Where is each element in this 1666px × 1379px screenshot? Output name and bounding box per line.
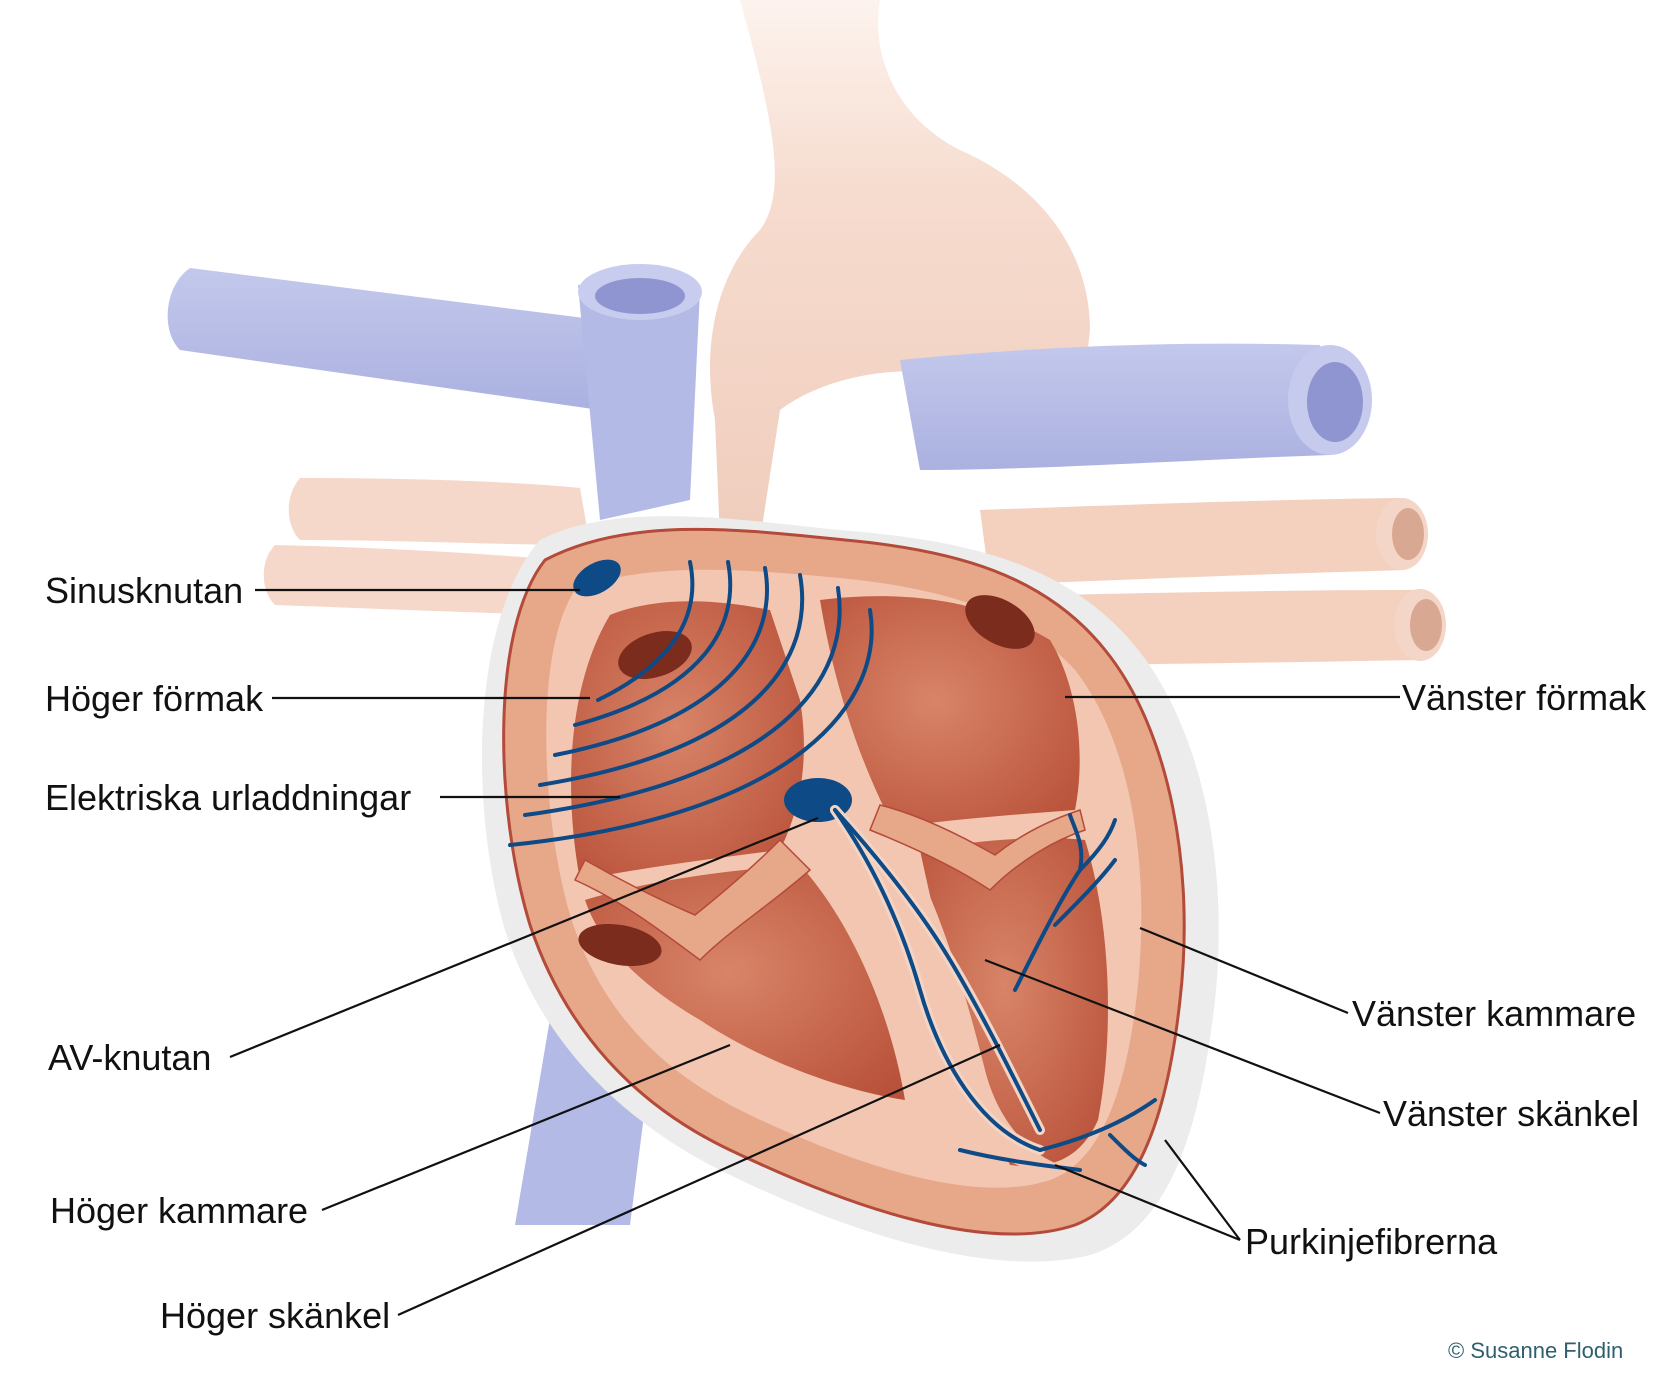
label-hoger-skankel: Höger skänkel	[160, 1295, 390, 1336]
sinus-node	[573, 559, 621, 597]
label-vanster-skankel: Vänster skänkel	[1383, 1093, 1639, 1134]
mitral-valve	[869, 804, 1086, 891]
pulmonary-vessel-left-2	[263, 545, 560, 615]
pulmonary-vessel-right-1	[980, 498, 1405, 585]
pulmonary-vein-opening-in-atrium	[965, 595, 1035, 649]
pulmonary-vessel-right-2	[1060, 590, 1420, 665]
label-hoger-formak: Höger förmak	[45, 678, 264, 719]
interventricular-septum	[780, 600, 1060, 1170]
label-av-knutan: AV-knutan	[48, 1037, 211, 1078]
pulmonary-vein-lumen	[1307, 362, 1363, 442]
brachiocephalic-vein	[167, 268, 600, 410]
pulmonary-vessel-left-1	[288, 478, 590, 545]
pulmonary-vessel-right-1-lumen	[1392, 508, 1424, 560]
leader-lines	[229, 588, 1400, 1317]
ivc-opening-in-atrium	[578, 923, 662, 967]
label-vanster-kammare: Vänster kammare	[1352, 993, 1636, 1034]
left-atrium-chamber	[815, 596, 1080, 830]
tricuspid-valve	[573, 838, 812, 961]
pulmonary-vein-right	[900, 343, 1330, 470]
label-sinusknutan: Sinusknutan	[45, 570, 243, 611]
superior-vena-cava-lumen	[595, 278, 685, 314]
label-elektriska-urladdningar: Elektriska urladdningar	[45, 777, 411, 818]
label-hoger-kammare: Höger kammare	[50, 1190, 308, 1231]
conduction-bundles	[830, 805, 1157, 1172]
aorta	[710, 0, 1090, 540]
superior-vena-cava	[578, 285, 700, 520]
label-purkinjefibrerna: Purkinjefibrerna	[1245, 1221, 1498, 1262]
label-vanster-formak: Vänster förmak	[1402, 677, 1647, 718]
pulmonary-vessel-right-2-lumen	[1410, 599, 1442, 651]
copyright-credit: © Susanne Flodin	[1448, 1338, 1623, 1363]
